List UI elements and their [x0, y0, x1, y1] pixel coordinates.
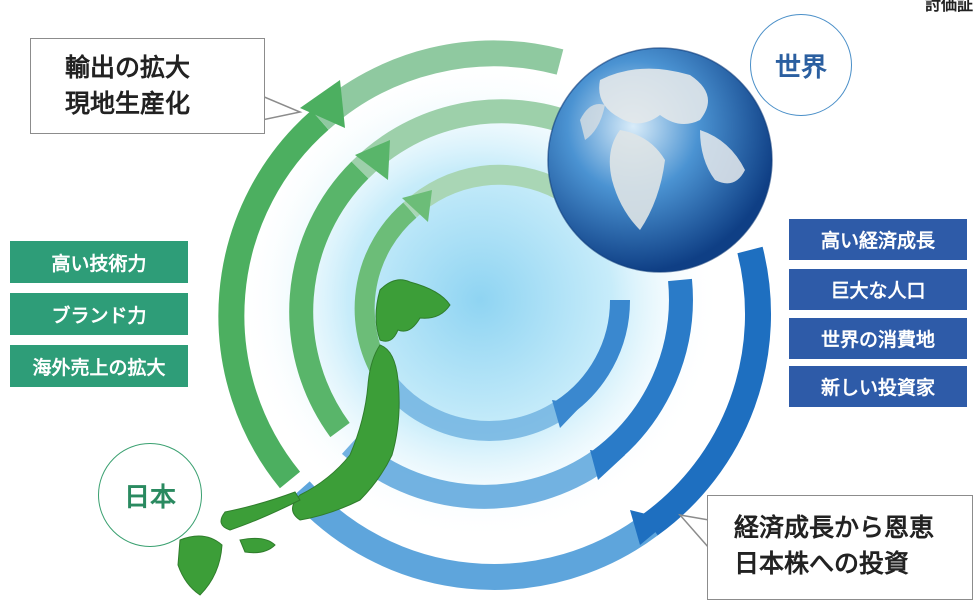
outer-arrowhead-bottom	[630, 510, 670, 545]
japan-strength-tag: ブランド力	[10, 293, 188, 335]
japan-strength-tag: 海外売上の拡大	[10, 345, 188, 387]
world-attribute-tag: 世界の消費地	[789, 318, 967, 359]
callout-export-expansion: 輸出の拡大 現地生産化	[30, 38, 265, 134]
callout-export-tail	[261, 94, 303, 121]
japan-strength-tag: 高い技術力	[10, 241, 188, 283]
world-label: 世界	[750, 14, 852, 116]
callout-benefit-investment: 経済成長から恩恵 日本株への投資	[707, 495, 973, 600]
inner-arrowhead-top	[402, 190, 432, 222]
outer-arrowhead-top	[300, 80, 345, 128]
world-attribute-tag: 巨大な人口	[789, 269, 967, 310]
world-attribute-tag: 高い経済成長	[789, 219, 967, 260]
world-attribute-tag: 新しい投資家	[789, 366, 967, 407]
japan-label: 日本	[98, 443, 202, 547]
callout-export-line1: 輸出の拡大	[65, 53, 191, 82]
inner-cycle-arrow	[354, 164, 631, 441]
globe-earth-icon	[547, 47, 773, 273]
inner-arrowhead-bottom	[552, 400, 582, 428]
middle-arrowhead-bottom	[590, 450, 625, 480]
callout-benefit-tail	[678, 513, 710, 550]
callout-export-line2: 現地生産化	[65, 89, 191, 118]
middle-arrowhead-top	[355, 140, 390, 180]
outer-cycle-arrow	[218, 40, 772, 590]
corner-clipped-text: 討価証	[924, 0, 973, 14]
callout-benefit-line2: 日本株への投資	[734, 549, 910, 578]
japan-map-icon	[177, 279, 451, 596]
callout-benefit-line1: 経済成長から恩恵	[734, 513, 935, 542]
